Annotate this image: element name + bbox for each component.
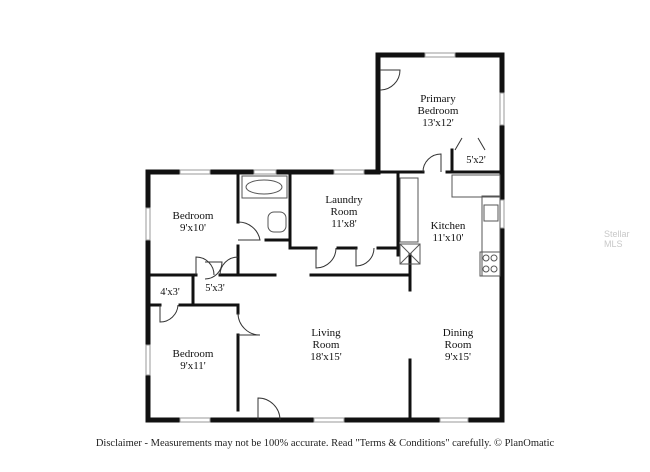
sink-icon bbox=[483, 204, 499, 222]
laundry-dims: 11'x8' bbox=[331, 218, 357, 230]
interior-walls bbox=[146, 148, 504, 422]
bedroom-bottom-label: Bedroom bbox=[173, 348, 214, 360]
room-labels: Primary Bedroom 13'x12' 5'x2' Bedroom 9'… bbox=[160, 93, 486, 372]
range-icon bbox=[479, 251, 501, 277]
door-bedroom-top bbox=[195, 256, 215, 276]
door-bedroom-bottom bbox=[237, 312, 261, 336]
door-laundry bbox=[315, 247, 337, 269]
doors bbox=[159, 69, 486, 421]
primary-bedroom-line1: Primary bbox=[420, 93, 456, 105]
primary-bedroom-dims: 13'x12' bbox=[422, 117, 453, 129]
bedroom-top-label: Bedroom bbox=[173, 210, 214, 222]
primary-bedroom-line2: Bedroom bbox=[418, 105, 459, 117]
pantry bbox=[399, 177, 419, 243]
dining-line2: Room bbox=[445, 339, 472, 351]
closet-b-dims: 5'x3' bbox=[205, 283, 225, 294]
kitchen-dims: 11'x10' bbox=[432, 232, 463, 244]
door-closet-a bbox=[159, 304, 179, 323]
bathtub-icon bbox=[241, 175, 288, 199]
kitchen-counter bbox=[481, 195, 501, 277]
door-primary-entry bbox=[379, 69, 401, 91]
door-bath bbox=[237, 221, 261, 241]
kitchen-label: Kitchen bbox=[431, 220, 466, 232]
closet-a-dims: 4'x3' bbox=[160, 287, 180, 298]
bedroom-top-dims: 9'x10' bbox=[180, 222, 206, 234]
closet-primary-dims: 5'x2' bbox=[466, 155, 486, 166]
window-frames bbox=[145, 52, 505, 423]
door-front bbox=[257, 397, 281, 421]
dining-dims: 9'x15' bbox=[445, 351, 471, 363]
disclaimer: Disclaimer - Measurements may not be 100… bbox=[95, 438, 555, 449]
toilet-icon bbox=[267, 211, 287, 233]
door-closet-b bbox=[204, 261, 223, 280]
fixtures bbox=[241, 174, 501, 277]
fridge-icon bbox=[399, 243, 421, 265]
counter bbox=[451, 174, 501, 198]
watermark-logo: Stellar MLS bbox=[604, 229, 630, 249]
door-closet-bifold bbox=[454, 137, 486, 151]
windows bbox=[146, 53, 504, 422]
door-laundry-2 bbox=[355, 247, 375, 267]
dining-line1: Dining bbox=[443, 327, 474, 339]
door-hall bbox=[219, 256, 239, 276]
bedroom-bottom-dims: 9'x11' bbox=[180, 360, 206, 372]
laundry-line2: Room bbox=[331, 206, 358, 218]
living-line1: Living bbox=[311, 327, 341, 339]
living-line2: Room bbox=[313, 339, 340, 351]
laundry-line1: Laundry bbox=[325, 194, 363, 206]
door-primary-bath bbox=[422, 153, 442, 173]
living-dims: 18'x15' bbox=[310, 351, 341, 363]
